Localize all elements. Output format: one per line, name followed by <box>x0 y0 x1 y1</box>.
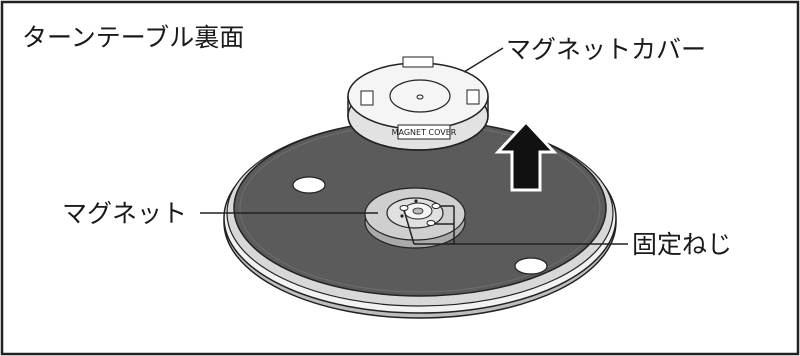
magnet-hub <box>364 187 466 249</box>
leader-lines <box>200 47 628 245</box>
label-magnet: マグネット <box>62 199 187 228</box>
screw-icon <box>431 203 441 209</box>
figure-title: ターンテーブル裏面 <box>22 23 244 52</box>
screw-icon <box>426 220 436 226</box>
platter-hole <box>514 257 548 275</box>
label-screws: 固定ねじ <box>632 230 732 259</box>
cover-label-plate <box>397 124 451 140</box>
cover-label-text: MAGNET COVER <box>392 128 457 137</box>
screw-icon <box>399 205 409 211</box>
magnet-cover: MAGNET COVER <box>347 56 489 151</box>
platter-hole <box>292 176 326 194</box>
up-arrow-icon <box>494 119 558 192</box>
label-magnet-cover: マグネットカバー <box>506 35 706 64</box>
